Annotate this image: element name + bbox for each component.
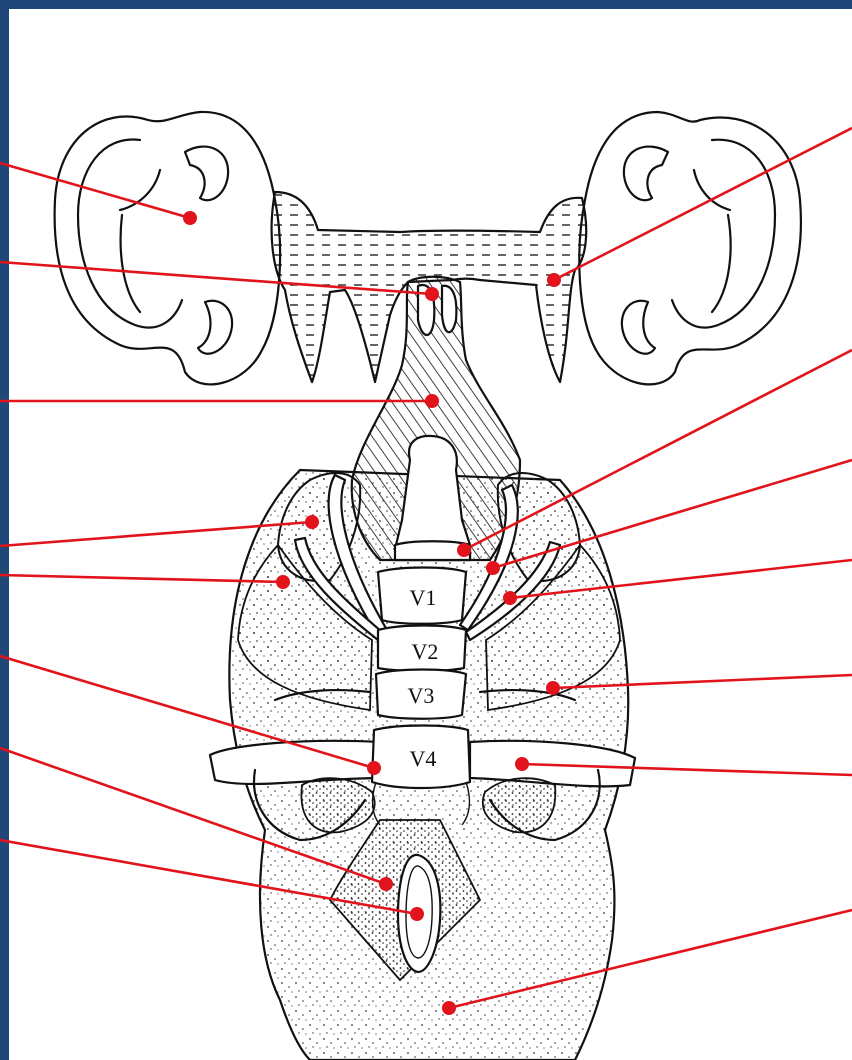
target-dot [379, 877, 393, 891]
target-dot [442, 1001, 456, 1015]
target-dot [515, 757, 529, 771]
target-dot [457, 543, 471, 557]
target-dot [276, 575, 290, 589]
target-dot [503, 591, 517, 605]
frame-left [0, 0, 9, 1060]
target-dot [486, 561, 500, 575]
vertebra-label-v1: V1 [410, 585, 437, 610]
target-dot [410, 907, 424, 921]
vertebra-label-v3: V3 [408, 683, 435, 708]
target-dot [425, 394, 439, 408]
vertebra-label-v4: V4 [410, 746, 437, 771]
right-otic-capsule [579, 112, 801, 384]
target-dot [425, 287, 439, 301]
target-dot [367, 761, 381, 775]
target-dot [183, 211, 197, 225]
frame-top [0, 0, 852, 9]
target-dot [546, 681, 560, 695]
target-dot [547, 273, 561, 287]
left-otic-capsule [55, 112, 280, 384]
target-dot [305, 515, 319, 529]
vertebra-label-v2: V2 [412, 639, 439, 664]
